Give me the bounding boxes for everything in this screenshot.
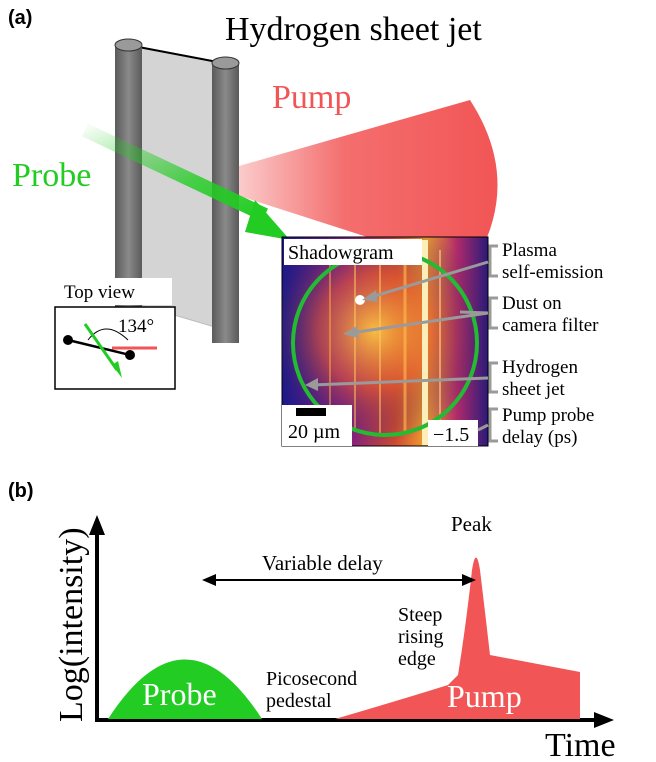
shadowgram-title: Shadowgram bbox=[288, 242, 394, 264]
annotation-brackets bbox=[488, 244, 498, 443]
pedestal-label-1: Picosecond bbox=[266, 668, 357, 690]
jet-label-1: Hydrogen bbox=[502, 357, 578, 378]
plasma-spot bbox=[355, 295, 365, 305]
delay-arrow-left bbox=[202, 574, 216, 586]
delay-value: −1.5 bbox=[433, 424, 469, 446]
delay-label-2: delay (ps) bbox=[502, 427, 577, 448]
jet-tube-right-top bbox=[211, 56, 240, 70]
jet-label-2: sheet jet bbox=[502, 379, 566, 400]
jet-title: Hydrogen sheet jet bbox=[225, 11, 482, 48]
pedestal-label-2: pedestal bbox=[266, 690, 332, 712]
top-view-probe bbox=[83, 323, 119, 371]
panel-b-label: (b) bbox=[8, 480, 34, 502]
y-axis-arrow bbox=[89, 515, 105, 535]
probe-beam bbox=[82, 123, 268, 222]
rising-edge-label-3: edge bbox=[398, 648, 436, 670]
top-view-title-bg bbox=[60, 278, 172, 305]
pump-pulse bbox=[335, 557, 580, 719]
top-view-jet-right bbox=[125, 350, 135, 360]
delay-arrow-right bbox=[462, 574, 476, 586]
scale-label: 20 µm bbox=[288, 421, 341, 443]
jet-top-edge bbox=[127, 44, 229, 65]
peak-label: Peak bbox=[451, 512, 492, 536]
annotation-arrows bbox=[305, 260, 489, 432]
probe-arrowhead bbox=[245, 200, 290, 240]
pump-beam bbox=[190, 100, 498, 270]
top-view-jet bbox=[67, 338, 131, 357]
shadowgram-title-bg bbox=[284, 239, 422, 265]
top-view-probe-head bbox=[112, 361, 122, 378]
x-axis-arrow bbox=[594, 712, 614, 728]
dust-label-2: camera filter bbox=[502, 315, 599, 336]
jet-tube-left bbox=[115, 45, 142, 310]
probe-pulse bbox=[108, 659, 262, 719]
probe-pulse-label: Probe bbox=[142, 676, 217, 712]
pump-label: Pump bbox=[272, 79, 351, 116]
pump-pulse-label: Pump bbox=[447, 678, 522, 714]
y-axis-label: Log(intensity) bbox=[53, 527, 90, 722]
shadowgram-fringes bbox=[329, 240, 441, 445]
probe-label: Probe bbox=[12, 157, 91, 194]
delay-label-1: Pump probe bbox=[502, 405, 594, 426]
x-axis-label: Time bbox=[545, 727, 616, 762]
delay-value-bg bbox=[428, 420, 478, 446]
panel-a-label: (a) bbox=[8, 7, 32, 29]
rising-edge-label-2: rising bbox=[398, 626, 444, 648]
top-view-angle: 134° bbox=[118, 316, 154, 337]
plasma-label-1: Plasma bbox=[502, 240, 557, 261]
variable-delay-label: Variable delay bbox=[262, 551, 383, 575]
angle-arc bbox=[87, 328, 129, 341]
top-view-title: Top view bbox=[64, 282, 135, 303]
dust-label-1: Dust on bbox=[502, 293, 562, 314]
plasma-label-2: self-emission bbox=[502, 262, 604, 283]
top-view-jet-left bbox=[63, 335, 73, 345]
rising-edge-label-1: Steep bbox=[398, 604, 442, 626]
jet-tube-left-top bbox=[114, 38, 143, 52]
scale-bar bbox=[296, 408, 326, 416]
